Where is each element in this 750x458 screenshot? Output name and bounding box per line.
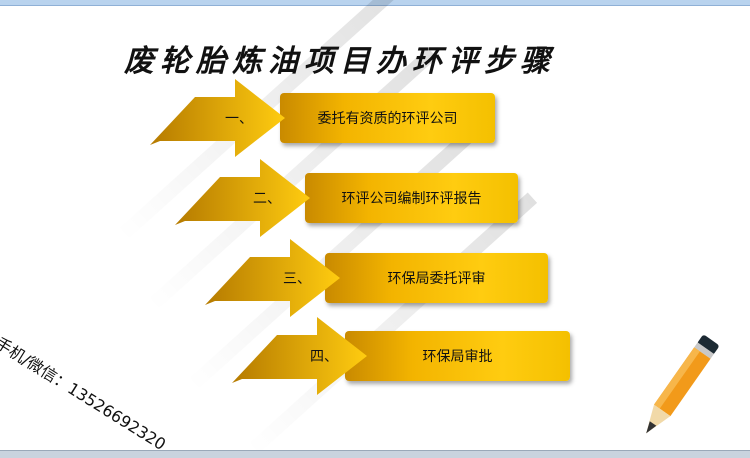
top-bar — [0, 0, 750, 6]
page-title: 废轮胎炼油项目办环评步骤 — [124, 44, 556, 79]
step-4: 环保局审批 四、 — [232, 317, 582, 395]
contact-text: 手机/微信：13526692320 — [0, 333, 170, 455]
step-number: 一、 — [225, 111, 253, 127]
arrow-icon — [205, 239, 340, 317]
arrow-icon — [232, 317, 367, 395]
step-number: 三、 — [283, 271, 311, 287]
pencil-icon — [646, 335, 719, 434]
step-box: 委托有资质的环评公司 — [280, 93, 495, 143]
step-box: 环保局审批 — [345, 331, 570, 381]
step-label: 委托有资质的环评公司 — [317, 111, 458, 127]
step-label: 环保局委托评审 — [387, 271, 486, 287]
step-3: 环保局委托评审 三、 — [205, 239, 555, 317]
step-box: 环评公司编制环评报告 — [305, 173, 518, 223]
arrow-icon — [175, 159, 310, 237]
step-2: 环评公司编制环评报告 二、 — [175, 159, 525, 237]
step-number: 二、 — [253, 191, 281, 207]
arrow-icon — [150, 79, 285, 157]
step-1: 委托有资质的环评公司 一、 — [150, 79, 500, 157]
step-number: 四、 — [310, 349, 338, 365]
bottom-bar — [0, 450, 750, 458]
step-box: 环保局委托评审 — [325, 253, 548, 303]
step-label: 环评公司编制环评报告 — [341, 191, 482, 207]
step-label: 环保局审批 — [422, 349, 493, 365]
